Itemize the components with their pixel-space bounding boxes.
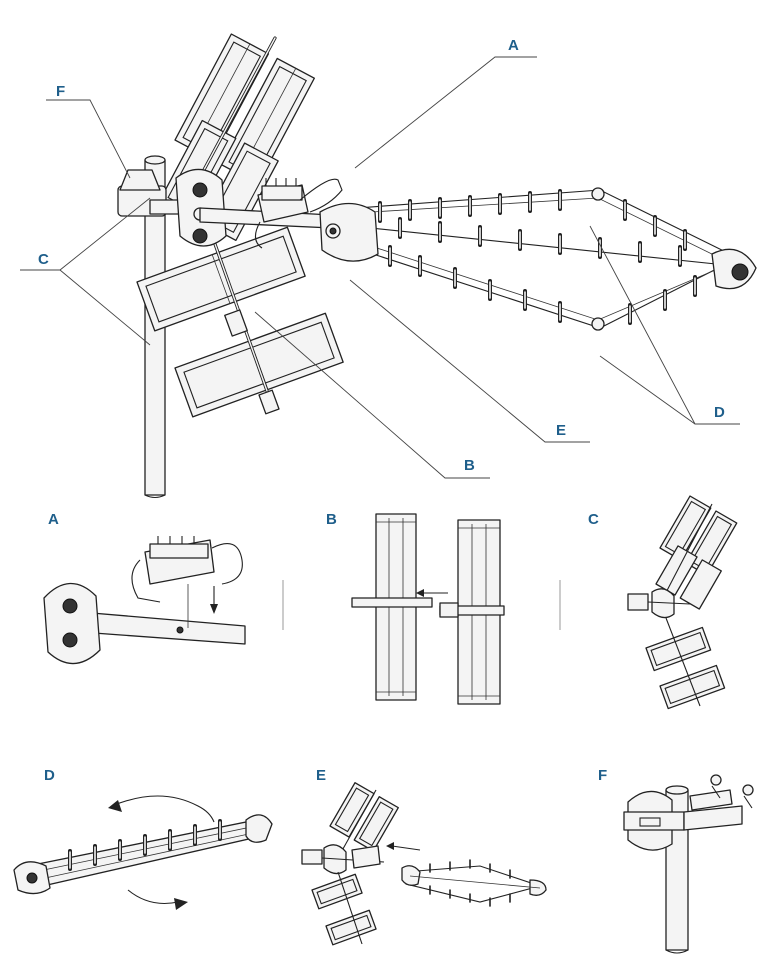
step-panel-b: B [326,511,505,705]
step-panel-a: A [43,511,246,665]
callout-d: D [714,404,725,421]
callout-b: B [464,457,475,474]
step-panel-e: E [301,767,547,946]
mast-clamp [117,169,191,217]
callout-c: C [38,251,49,268]
callout-f: F [56,83,65,100]
step-panel-d: D [13,767,273,910]
main-assembly: A F C B E D [20,33,757,499]
step-label-c: C [588,511,599,528]
director-array [319,187,757,331]
callout-a: A [508,37,519,54]
dipole-balun [254,178,343,249]
step-panel-f: F [598,767,754,954]
step-label-d: D [44,767,55,784]
step-label-b: B [326,511,337,528]
step-label-a: A [48,511,59,528]
step-panel-c: C [588,495,738,710]
callout-e: E [556,422,566,439]
leader-lines [20,56,740,479]
step-label-e: E [316,767,326,784]
lower-reflector-panels [136,226,344,418]
step-label-f: F [598,767,607,784]
